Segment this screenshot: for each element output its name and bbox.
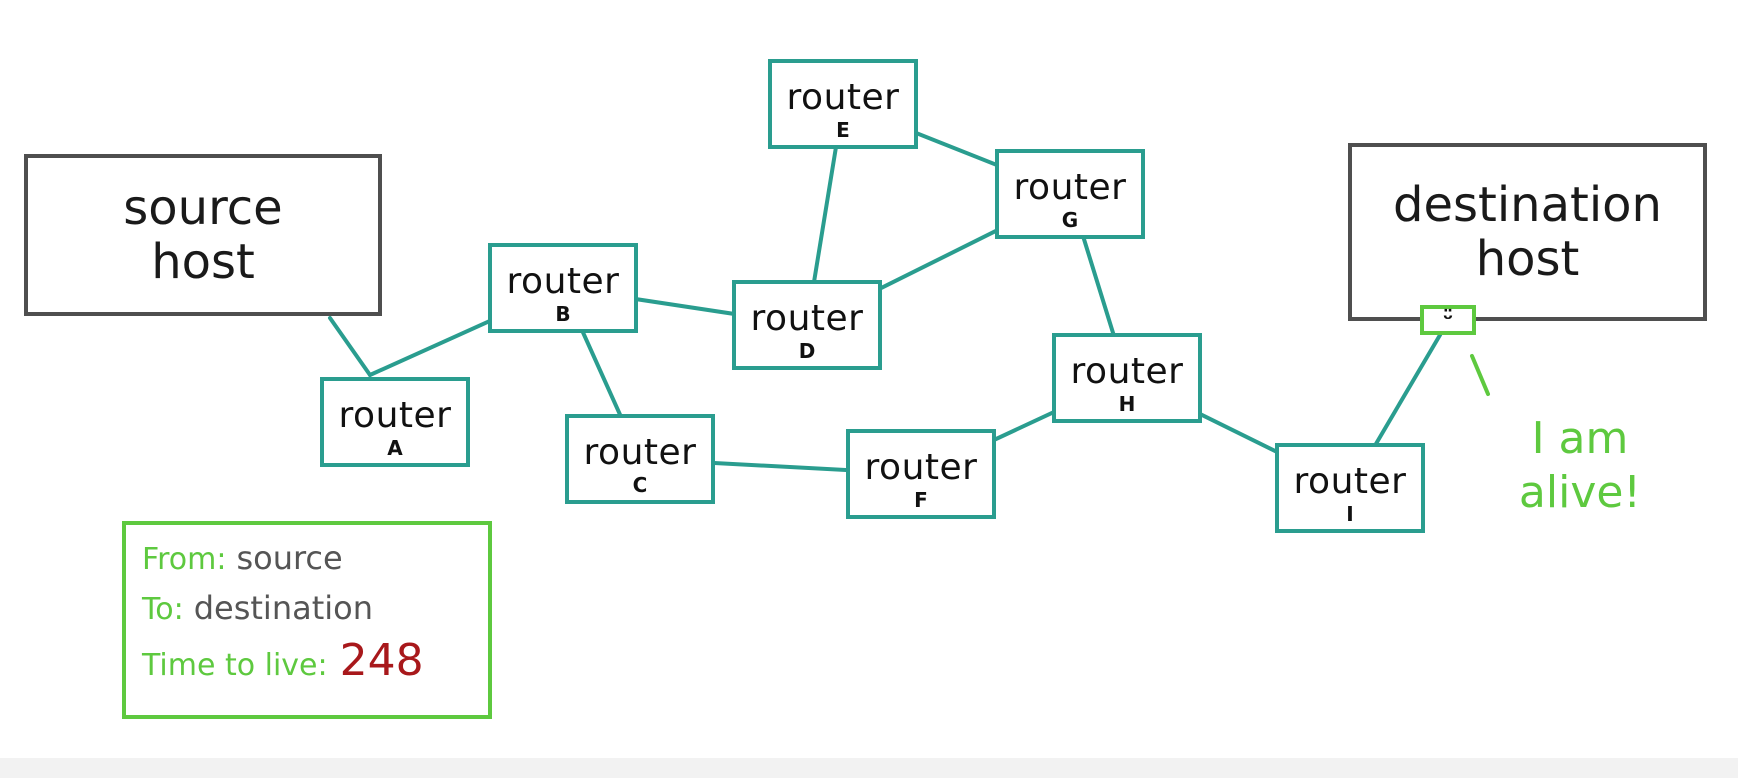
router-id: B [555,302,571,326]
to-label: To: [142,592,184,627]
from-label: From: [142,542,227,577]
router-id: H [1118,392,1136,416]
router-id: A [387,436,403,460]
destination-host-line1: destination [1393,177,1662,233]
source-host: source host [24,154,382,316]
router-id: G [1061,208,1079,232]
router-a: router A [320,377,470,467]
source-host-line1: source [123,180,283,236]
router-label: router [1293,461,1407,502]
link-source-a [328,316,372,377]
router-i: router I [1275,443,1425,533]
destination-interface: ᵕ̈ [1420,305,1476,335]
ttl-label: Time to live: [142,648,328,683]
alive-pointer-line [1470,354,1490,396]
router-f: router F [846,429,996,519]
router-h: router H [1052,333,1202,423]
router-id: C [632,473,648,497]
router-g: router G [995,149,1145,239]
router-e: router E [768,59,918,149]
smiley-icon: ᵕ̈ [1442,307,1454,332]
router-label: router [864,447,978,488]
ttl-value: 248 [339,635,424,686]
source-host-line2: host [151,234,255,290]
router-label: router [750,298,864,339]
router-label: router [338,395,452,436]
router-b: router B [488,243,638,333]
alive-line2: alive! [1518,467,1642,518]
to-row: To: destination [142,589,373,627]
packet-header: From: source To: destination Time to live:… [122,521,492,719]
from-value: source [236,539,343,577]
router-id: D [798,339,816,363]
router-d: router D [732,280,882,370]
router-c: router C [565,414,715,504]
to-value: destination [193,589,373,627]
router-label: router [1070,351,1184,392]
router-label: router [583,432,697,473]
ttl-row: Time to live: 248 [142,635,424,686]
router-id: I [1346,502,1354,526]
router-label: router [506,261,620,302]
bottom-strip [0,758,1738,778]
router-id: F [914,488,928,512]
destination-host: destination host [1348,143,1707,321]
from-row: From: source [142,539,343,577]
router-label: router [1013,167,1127,208]
alive-annotation: I am alive! [1480,412,1680,520]
router-label: router [786,77,900,118]
router-id: E [836,118,850,142]
destination-host-line2: host [1475,231,1580,287]
alive-line1: I am [1531,413,1629,464]
